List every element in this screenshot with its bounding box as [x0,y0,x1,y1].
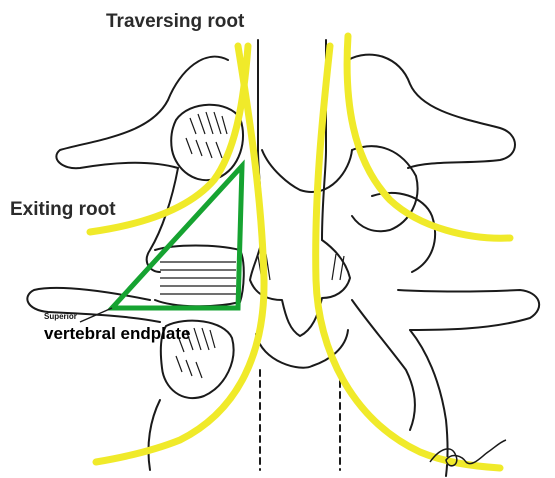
right-upper-transverse-process [348,55,515,168]
nerve-roots [90,36,510,468]
superior-label: Superior [44,313,77,321]
traversing-root-label: Traversing root [106,12,244,31]
central-lamina-upper [262,150,352,192]
left-lower-lamina [148,400,160,470]
kambin-triangle [112,166,242,308]
exiting-root-label: Exiting root [10,200,116,219]
right-lower-transverse-process [398,290,539,330]
left-inferior-facet-cap [155,246,244,307]
left-upper-transverse-process [56,57,228,169]
endplate-label: vertebral endplate [44,325,190,342]
right-mid-articular-process [372,193,435,272]
